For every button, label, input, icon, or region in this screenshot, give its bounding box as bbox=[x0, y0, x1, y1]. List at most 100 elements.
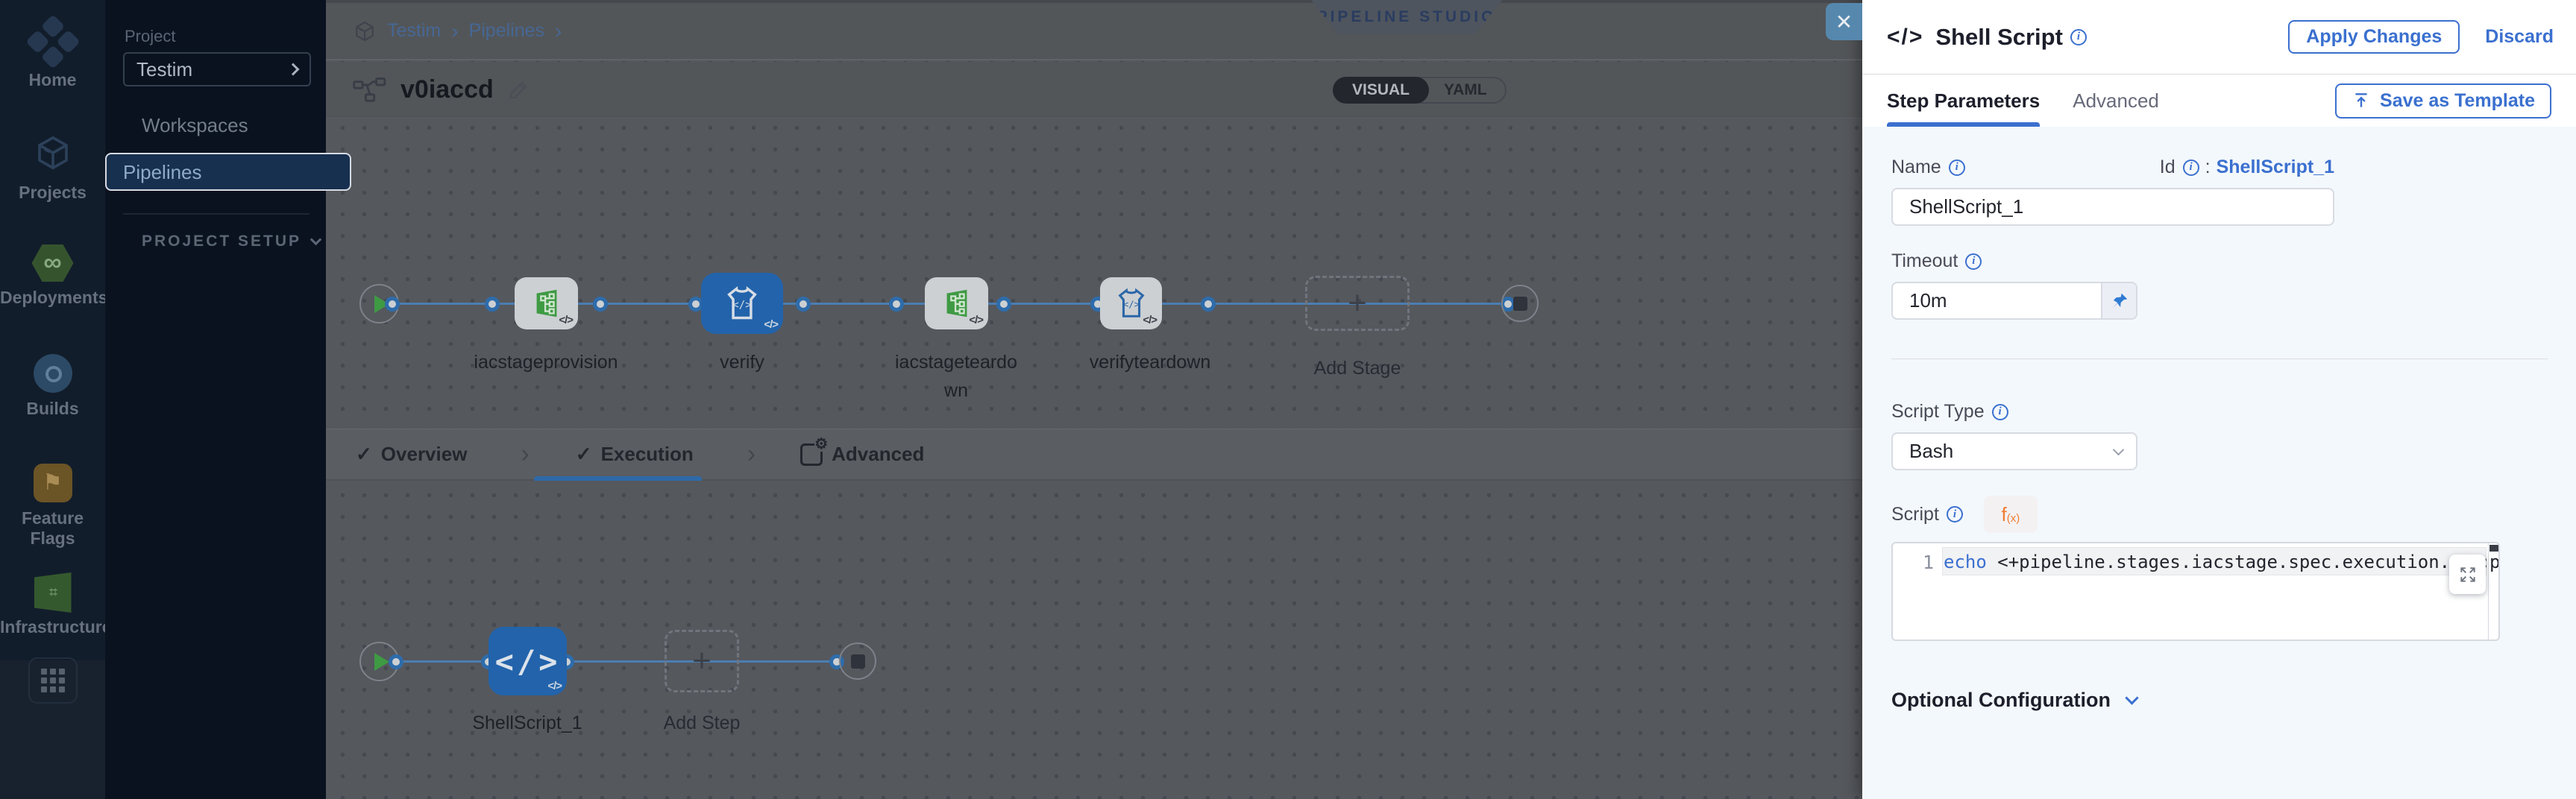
expression-fx-button[interactable]: f(x) bbox=[1983, 496, 2038, 533]
tab-execution-active[interactable]: ✓ Execution bbox=[576, 443, 694, 466]
id-display: Id i : ShellScript_1 bbox=[2160, 157, 2334, 178]
tab-overview[interactable]: ✓ Overview bbox=[356, 443, 467, 466]
sidebar-item-infrastructures[interactable]: ⌗ Infrastructures bbox=[0, 572, 121, 637]
pipeline-name: v0iaccd bbox=[400, 75, 494, 104]
project-selector[interactable]: Testim bbox=[123, 52, 311, 86]
project-setup-toggle[interactable]: PROJECT SETUP bbox=[142, 233, 322, 250]
project-selector-value: Testim bbox=[136, 57, 193, 80]
svg-text:</>: </> bbox=[732, 300, 751, 312]
add-step-button[interactable]: + bbox=[665, 630, 739, 692]
add-stage-label[interactable]: Add Stage bbox=[1313, 358, 1401, 379]
play-icon bbox=[374, 294, 389, 313]
stage-node-verifyteardown[interactable]: </> </> bbox=[1100, 277, 1162, 329]
info-icon[interactable]: i bbox=[1991, 403, 2008, 420]
sidebar-item-workspaces[interactable]: Workspaces bbox=[142, 114, 248, 136]
sidebar-item-projects[interactable]: Projects bbox=[0, 133, 105, 203]
sidebar-item-builds[interactable]: Builds bbox=[0, 354, 105, 419]
shell-script-icon: </> bbox=[1887, 24, 1924, 49]
close-drawer-button[interactable]: ✕ bbox=[1826, 3, 1862, 40]
stop-icon bbox=[850, 654, 865, 669]
sidebar-item-feature-flags[interactable]: ⚑ Feature Flags bbox=[0, 464, 105, 549]
add-step-label[interactable]: Add Step bbox=[663, 713, 741, 733]
optional-configuration-label: Optional Configuration bbox=[1891, 689, 2111, 711]
connector-port bbox=[385, 297, 400, 312]
info-icon[interactable]: i bbox=[1965, 253, 1982, 270]
step-label[interactable]: ShellScript_1 bbox=[472, 713, 582, 733]
apply-changes-button[interactable]: Apply Changes bbox=[2288, 20, 2460, 54]
chevron-separator: › bbox=[451, 19, 459, 42]
custom-stage-icon: </> bbox=[727, 285, 757, 320]
id-separator: : bbox=[2205, 157, 2211, 177]
infrastructures-icon: ⌗ bbox=[34, 572, 72, 613]
code-badge: </> bbox=[1143, 314, 1157, 326]
tab-advanced[interactable]: ⚙ Advanced bbox=[800, 436, 925, 466]
module-switcher-button[interactable] bbox=[28, 657, 78, 704]
timeout-input-group: 10m bbox=[1891, 282, 2137, 320]
shell-script-icon: </> bbox=[494, 642, 561, 680]
id-value-link[interactable]: ShellScript_1 bbox=[2216, 157, 2334, 177]
stage-node-iacstageteardown[interactable]: </> bbox=[925, 277, 988, 329]
close-icon: ✕ bbox=[1835, 10, 1853, 34]
breadcrumb-link-pipelines[interactable]: Pipelines bbox=[468, 20, 545, 41]
sidebar-item-label: Feature Flags bbox=[21, 508, 84, 548]
info-icon[interactable]: i bbox=[1946, 506, 1963, 522]
active-tab-underline bbox=[534, 476, 702, 481]
sidebar-item-pipelines[interactable]: Pipelines bbox=[105, 153, 351, 191]
project-setup-label: PROJECT SETUP bbox=[142, 233, 302, 250]
stage-label[interactable]: verify bbox=[720, 352, 764, 373]
info-icon[interactable]: i bbox=[2070, 28, 2087, 45]
info-icon[interactable]: i bbox=[2182, 159, 2199, 176]
code-badge: </> bbox=[969, 314, 984, 326]
project-nav: Project Testim Workspaces Pipelines PROJ… bbox=[105, 0, 351, 799]
stage-label[interactable]: verifyteardown bbox=[1089, 352, 1211, 373]
breadcrumb-link-project[interactable]: Testim bbox=[387, 20, 442, 41]
nav-divider bbox=[123, 213, 310, 215]
tab-label: Advanced bbox=[832, 443, 925, 465]
tab-label: Overview bbox=[380, 443, 468, 465]
step-node-shellscript[interactable]: </> </> bbox=[489, 627, 567, 695]
expand-editor-button[interactable] bbox=[2449, 555, 2486, 594]
add-stage-button[interactable]: + bbox=[1305, 276, 1410, 331]
rail-bottom-section bbox=[0, 660, 105, 799]
stage-node-iacstageprovision[interactable]: </> bbox=[515, 277, 578, 329]
discard-button[interactable]: Discard bbox=[2485, 26, 2554, 47]
chevron-down-icon bbox=[2125, 691, 2139, 705]
pipeline-end-node bbox=[1501, 285, 1539, 322]
edit-pencil-icon[interactable] bbox=[507, 79, 530, 101]
name-input[interactable]: ShellScript_1 bbox=[1891, 188, 2334, 226]
current-line-highlight bbox=[1942, 547, 2487, 575]
infrastructure-stage-icon bbox=[946, 289, 967, 318]
stage-node-verify-selected[interactable]: </> </> bbox=[701, 273, 783, 334]
script-type-select[interactable]: Bash bbox=[1891, 432, 2137, 470]
fixed-value-toggle[interactable] bbox=[2101, 283, 2136, 318]
deployments-icon: ∞ bbox=[31, 244, 74, 282]
editor-scrollbar-thumb[interactable] bbox=[2489, 545, 2498, 552]
tab-step-parameters-active[interactable]: Step Parameters bbox=[1887, 75, 2041, 127]
code-text: <+pipeline.stages.iacstage.spec.executio… bbox=[1986, 552, 2487, 572]
timeout-input[interactable]: 10m bbox=[1909, 289, 1947, 312]
optional-configuration-toggle[interactable]: Optional Configuration bbox=[1891, 689, 2548, 712]
toggle-yaml[interactable]: YAML bbox=[1417, 77, 1507, 104]
sidebar-item-deployments[interactable]: ∞ Deployments bbox=[0, 244, 107, 308]
code-line: echo <+pipeline.stages.iacstage.spec.exe… bbox=[1944, 552, 2487, 572]
step-connector-line bbox=[397, 660, 844, 663]
module-rail: Home Projects ∞ Deployments Builds ⚑ Fea… bbox=[0, 0, 121, 799]
plus-icon: + bbox=[1348, 285, 1367, 321]
info-icon[interactable]: i bbox=[1948, 159, 1965, 176]
svg-text:</>: </> bbox=[1122, 299, 1139, 310]
sidebar-item-label: Builds bbox=[26, 399, 79, 418]
sidebar-item-home[interactable]: Home bbox=[0, 14, 105, 90]
tab-advanced[interactable]: Advanced bbox=[2073, 89, 2159, 112]
toggle-visual[interactable]: VISUAL bbox=[1333, 77, 1430, 104]
save-as-template-button[interactable]: Save as Template bbox=[2335, 83, 2551, 119]
stage-label[interactable]: iacstageteardown bbox=[894, 352, 1017, 401]
connector-port bbox=[889, 297, 904, 312]
script-code-editor[interactable]: 1 echo <+pipeline.stages.iacstage.spec.e… bbox=[1891, 542, 2500, 641]
step-config-drawer: </> Shell Script i Apply Changes Discard… bbox=[1862, 0, 2576, 799]
drawer-tabs: Step Parameters Advanced Save as Templat… bbox=[1862, 75, 2576, 127]
stage-label[interactable]: iacstageprovision bbox=[474, 352, 618, 373]
